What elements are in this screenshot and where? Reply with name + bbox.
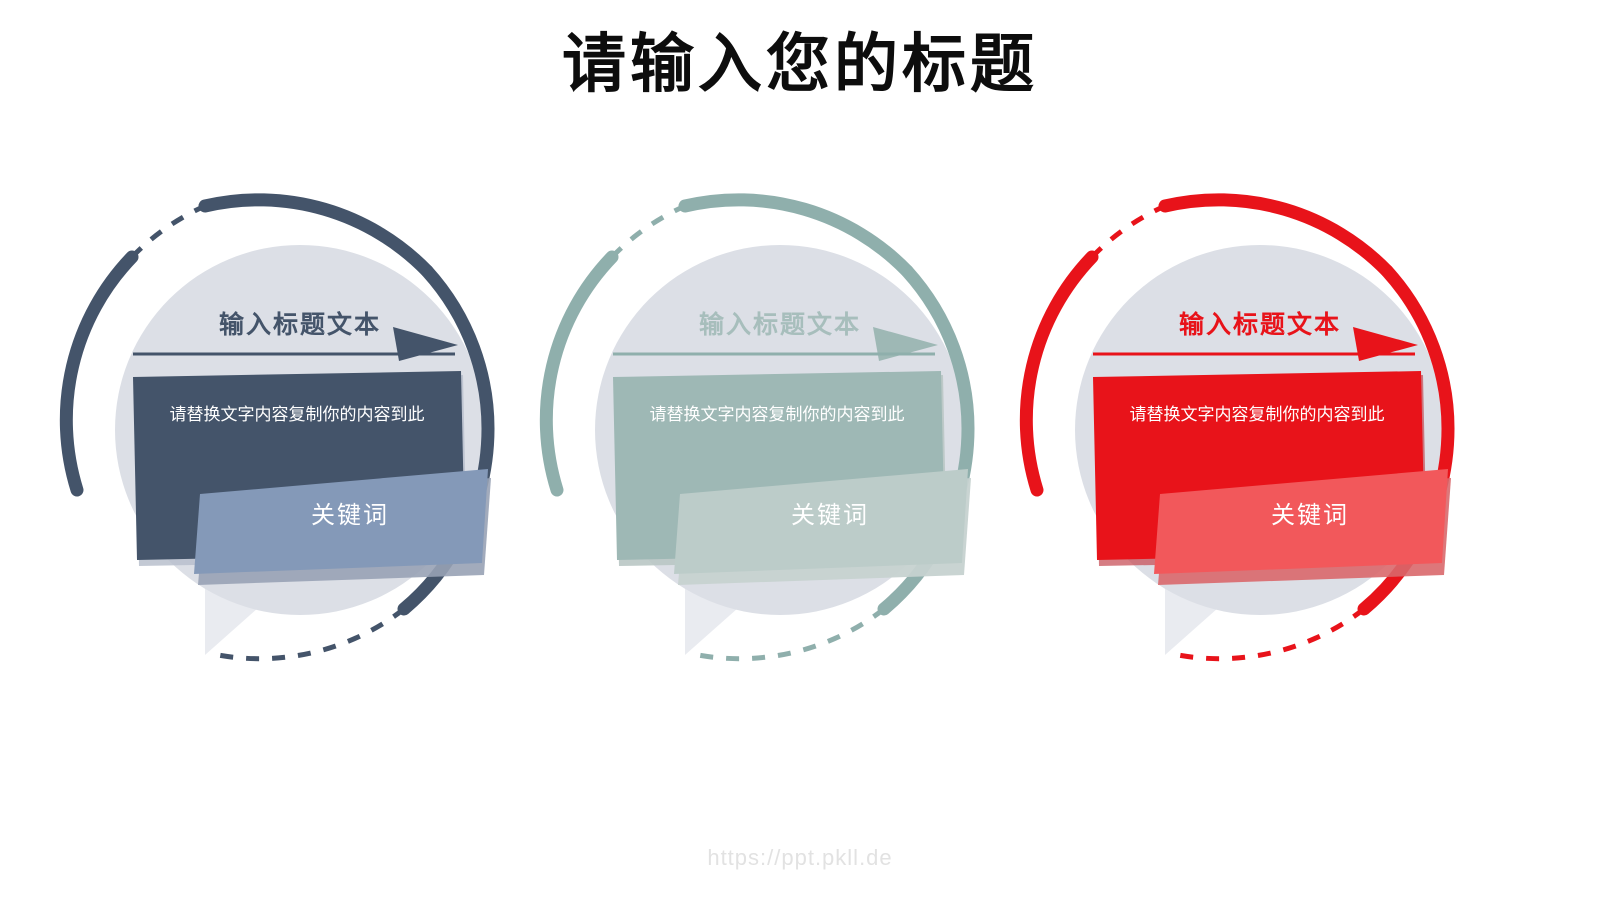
page-title: 请输入您的标题 [562,28,1038,100]
panel-body-text: 请替换文字内容复制你的内容到此 [649,405,905,425]
keyword-banner [194,469,488,574]
keyword-banner [674,469,968,574]
ring-arc-dashed-upper-left [610,203,687,259]
ring-arc-top [198,193,434,278]
panel-keyword-text: 关键词 [311,502,389,529]
panel-keyword-text: 关键词 [1271,502,1349,529]
ring-arc-top [1158,193,1394,278]
panel-teal-sage[interactable]: 输入标题文本 请替换文字内容复制你的内容到此 关键词 [535,185,1025,685]
ring-arc-top [678,193,914,278]
panel-graphic-0 [59,193,495,662]
footer-url: https://ppt.pkll.de [707,845,893,870]
ring-arc-dashed-upper-left [1090,203,1167,259]
ring-arc-top-left [1019,250,1099,497]
panel-dark-slate[interactable]: 输入标题文本 请替换文字内容复制你的内容到此 关键词 [55,185,545,685]
panel-row: 输入标题文本 请替换文字内容复制你的内容到此 关键词 输入 [0,185,1600,705]
panel-graphic-2 [1019,193,1455,662]
ring-arc-dashed-upper-left [130,203,207,259]
panel-title-text: 输入标题文本 [1178,311,1341,339]
keyword-banner [1154,469,1448,574]
panel-graphic-1 [539,193,975,662]
panel-red[interactable]: 输入标题文本 请替换文字内容复制你的内容到此 关键词 [1015,185,1505,685]
panel-keyword-text: 关键词 [791,502,869,529]
panel-body-text: 请替换文字内容复制你的内容到此 [1129,405,1385,425]
panel-title-text: 输入标题文本 [218,311,381,339]
ring-arc-top-left [59,250,139,497]
panel-body-text: 请替换文字内容复制你的内容到此 [169,405,425,425]
ring-arc-top-left [539,250,619,497]
panel-title-text: 输入标题文本 [698,311,861,339]
